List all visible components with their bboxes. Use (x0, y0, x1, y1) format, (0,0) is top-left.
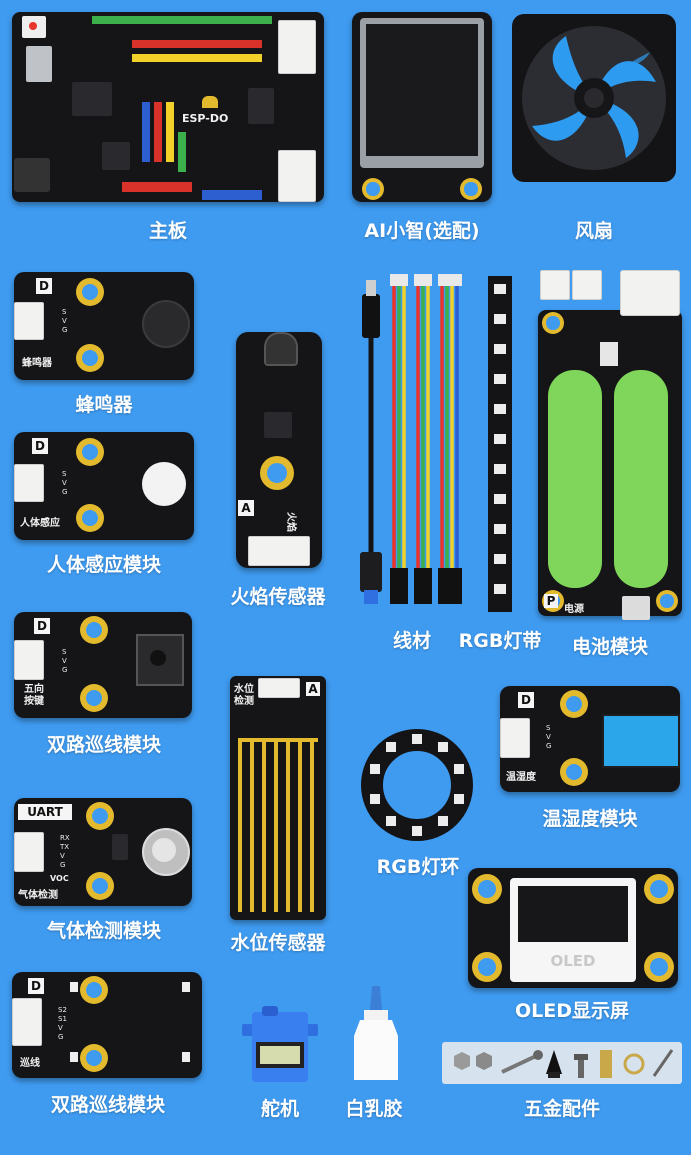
rgb-ring-icon (361, 729, 473, 841)
battery-tag: P (544, 594, 558, 608)
rgb-strip (488, 276, 512, 612)
servo-icon (242, 1006, 318, 1082)
ai-screen (352, 12, 492, 202)
dht-silk: 温湿度 (506, 772, 536, 783)
button-label: 双路巡线模块 (46, 734, 162, 756)
pir-silk: 人体感应 (20, 518, 60, 529)
servo-label: 舵机 (260, 1098, 300, 1120)
flame-tag: A (238, 500, 254, 516)
rgb-ring (360, 728, 474, 842)
pir-label: 人体感应模块 (46, 554, 162, 576)
water-silk: 水位 检测 (234, 684, 254, 707)
fan (510, 12, 678, 184)
flame-label: 火焰传感器 (230, 586, 326, 608)
wires-label: 线材 (392, 630, 432, 652)
line-tracker-tag: D (28, 978, 44, 994)
oled-screen-text: OLED (550, 952, 596, 970)
line-tracker-label: 双路巡线模块 (50, 1094, 166, 1116)
flame-silk: 火焰 (285, 512, 296, 532)
water-sensor: A 水位 检测 (230, 676, 326, 920)
gas-silk: 气体检测 (18, 890, 58, 901)
oled-module: OLED (468, 868, 678, 988)
battery-label: 电池模块 (571, 636, 649, 658)
buzzer-label: 蜂鸣器 (75, 394, 133, 416)
wires (352, 272, 472, 612)
hardware-kit (442, 1042, 682, 1084)
line-tracker-silk: 巡线 (20, 1058, 40, 1069)
pir-tag: D (32, 438, 48, 454)
rgb-ring-label: RGB灯环 (376, 856, 460, 878)
dht-tag: D (518, 692, 534, 708)
ai-screen-label: AI小智(选配) (364, 220, 480, 242)
dht-label: 温湿度模块 (542, 808, 638, 830)
flame-sensor: A 火焰 (236, 332, 322, 568)
oled-label: OLED显示屏 (514, 1000, 630, 1022)
gas-silk-pins: VOC (50, 874, 69, 883)
fan-label: 风扇 (574, 220, 614, 242)
button-silk: 五向 按键 (24, 684, 44, 707)
mainboard: ESP-DO (12, 12, 324, 202)
rgb-strip-label: RGB灯带 (458, 630, 542, 652)
button-tag: D (34, 618, 50, 634)
hardware-parts-icon (454, 1049, 674, 1078)
water-traces-icon (238, 738, 318, 912)
glue-bottle (350, 980, 402, 1084)
rgb-strip-leds-icon (494, 284, 506, 594)
gas-tag: UART (18, 804, 72, 820)
mainboard-silk-name: ESP-DO (182, 112, 229, 125)
servo (240, 1002, 320, 1086)
water-label: 水位传感器 (230, 932, 326, 954)
wires-icon (360, 274, 462, 604)
gas-label: 气体检测模块 (46, 920, 162, 942)
glue-icon (354, 986, 398, 1080)
glue-label: 白乳胶 (345, 1098, 403, 1120)
battery-silk: 电源 (564, 604, 584, 615)
fan-icon (512, 14, 676, 182)
mainboard-label: 主板 (148, 220, 188, 242)
hardware-label: 五金配件 (523, 1098, 601, 1120)
buzzer-tag: D (36, 278, 52, 294)
buzzer-silk: 蜂鸣器 (22, 358, 52, 369)
battery-module: P 电源 (538, 270, 682, 620)
water-tag: A (306, 682, 320, 696)
